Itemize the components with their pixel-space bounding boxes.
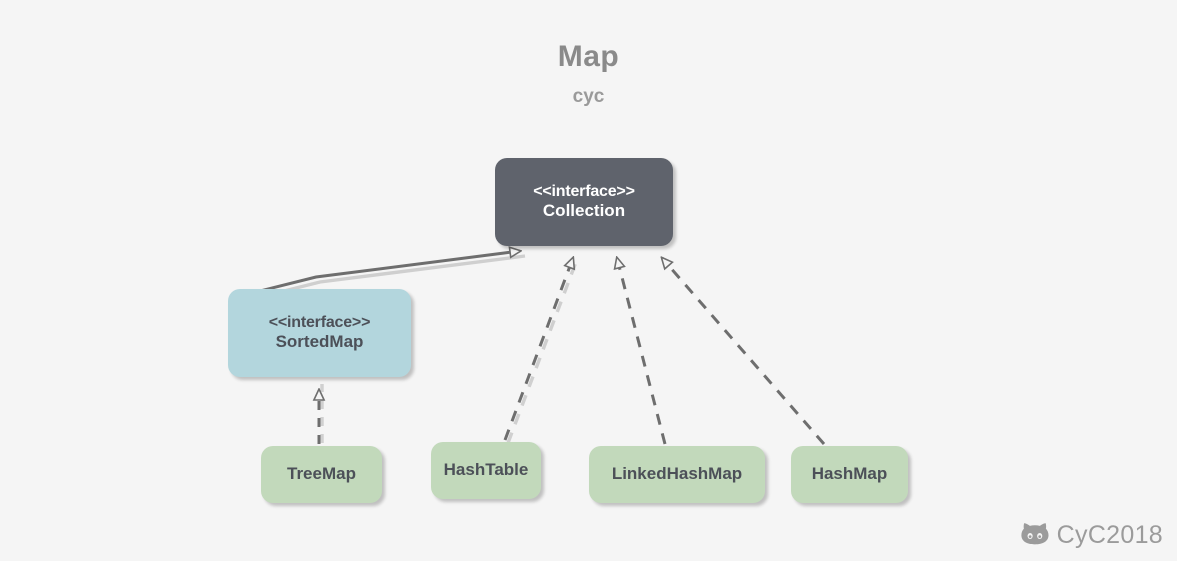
node-collection[interactable]: <<interface>> Collection — [495, 158, 673, 246]
node-hashtable[interactable]: HashTable — [431, 442, 541, 499]
node-collection-label: Collection — [542, 201, 626, 221]
edge-linkedhashmap-to-collection — [617, 258, 667, 445]
edge-hashtable-to-collection — [503, 258, 573, 441]
octocat-icon — [1020, 520, 1050, 551]
node-sortedmap-label: SortedMap — [275, 332, 364, 352]
node-collection-stereotype: <<interface>> — [533, 182, 635, 200]
node-treemap[interactable]: TreeMap — [261, 446, 382, 503]
node-linkedhashmap-label: LinkedHashMap — [611, 464, 743, 484]
watermark-text: CyC2018 — [1056, 521, 1163, 549]
page-title: Map — [557, 40, 620, 73]
node-treemap-label: TreeMap — [287, 464, 356, 484]
node-hashtable-label: HashTable — [443, 460, 529, 480]
watermark: CyC2018 — [1020, 520, 1163, 551]
page-subtitle: cyc — [572, 86, 605, 107]
node-linkedhashmap[interactable]: LinkedHashMap — [589, 446, 765, 503]
node-sortedmap[interactable]: <<interface>> SortedMap — [228, 289, 411, 377]
edge-hashmap-to-collection — [662, 258, 826, 445]
node-hashmap[interactable]: HashMap — [791, 446, 908, 503]
node-sortedmap-stereotype: <<interface>> — [268, 313, 371, 331]
node-hashmap-label: HashMap — [811, 464, 888, 484]
